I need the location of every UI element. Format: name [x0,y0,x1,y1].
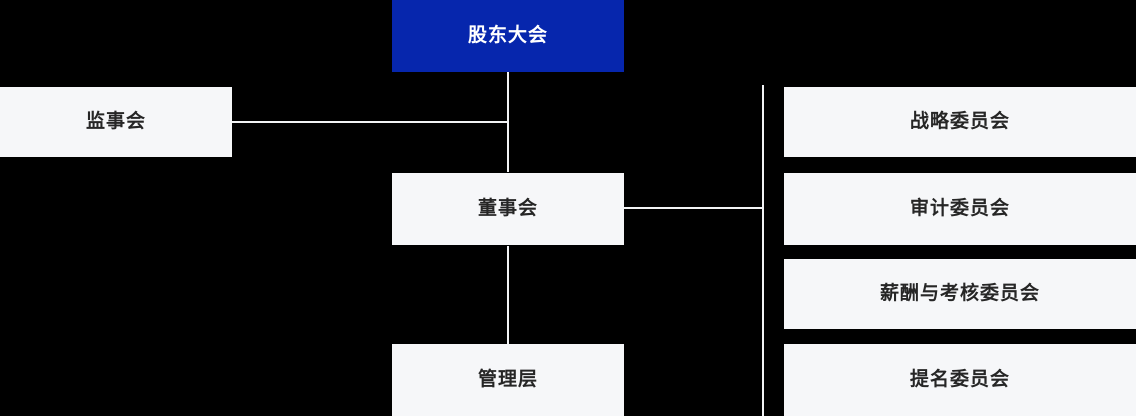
node-committee-remuneration-appraisal[interactable]: 薪酬与考核委员会 [784,259,1136,329]
connector-spine-to-supervisors [232,121,509,123]
node-label: 董事会 [477,197,538,219]
node-shareholders-meeting[interactable]: 股东大会 [392,0,624,72]
node-committee-nomination[interactable]: 提名委员会 [784,344,1136,416]
node-management[interactable]: 管理层 [392,344,624,416]
node-board-of-directors[interactable]: 董事会 [392,173,624,245]
connector-directors-to-management [507,246,509,344]
connector-directors-to-committees [624,207,764,209]
node-committee-audit[interactable]: 审计委员会 [784,173,1136,245]
connector-committee-spine [762,85,764,416]
node-label: 审计委员会 [909,197,1010,219]
node-label: 提名委员会 [909,368,1010,390]
node-committee-strategy[interactable]: 战略委员会 [784,87,1136,157]
node-label: 管理层 [477,368,538,390]
node-label: 股东大会 [467,24,548,46]
node-label: 战略委员会 [909,110,1010,132]
node-board-of-supervisors[interactable]: 监事会 [0,87,232,157]
node-label: 监事会 [85,110,146,132]
node-label: 薪酬与考核委员会 [879,282,1040,304]
